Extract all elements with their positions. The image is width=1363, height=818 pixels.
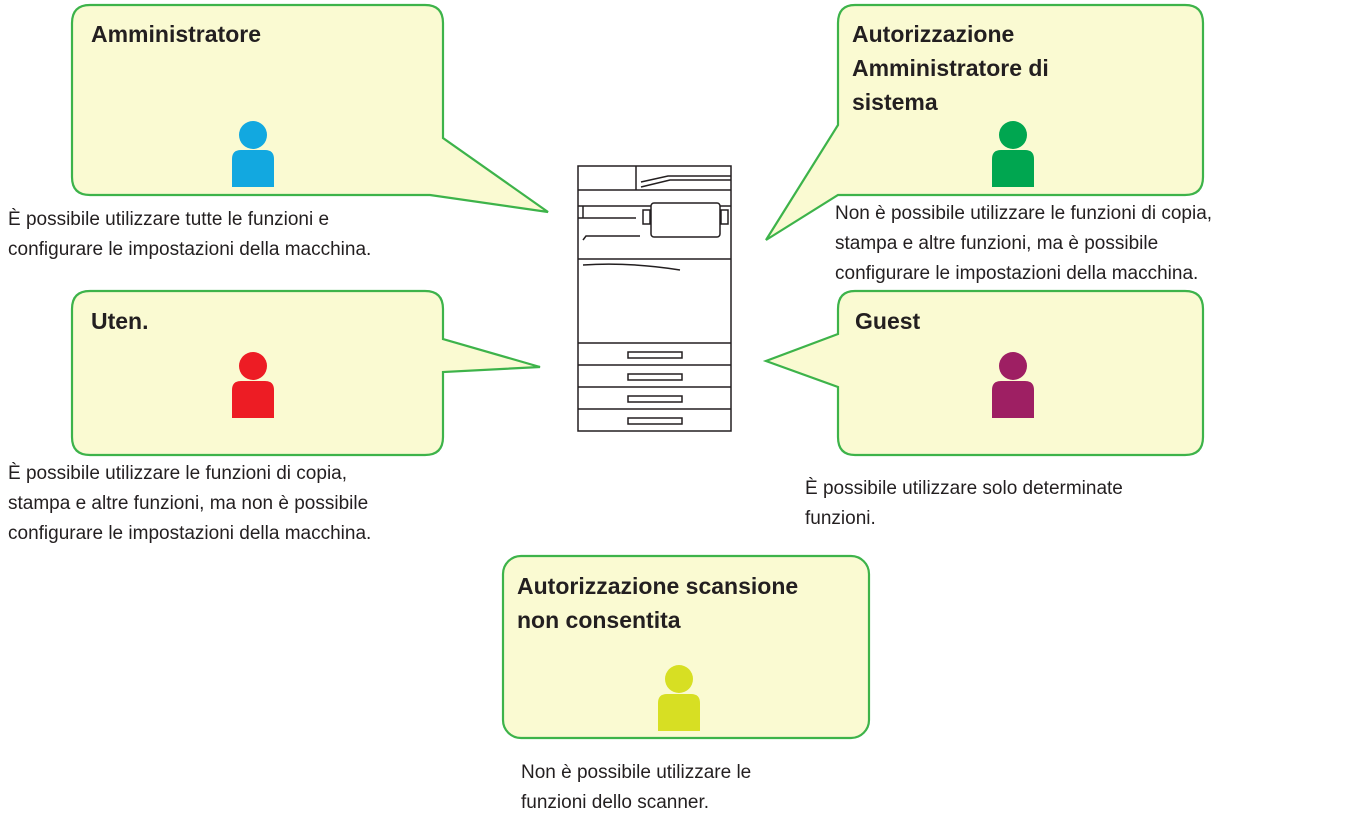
multifunction-printer-icon	[577, 165, 732, 432]
bubble-shape	[70, 3, 549, 214]
person-icon-administrator	[232, 121, 274, 187]
bubble-shape	[501, 554, 871, 740]
role-description-guest: È possibile utilizzare solo determinate …	[805, 478, 1123, 529]
bubble-shape	[762, 289, 1205, 457]
role-title-user: Uten.	[91, 308, 149, 334]
person-icon-user	[232, 352, 274, 418]
role-description-no-scan: Non è possibile utilizzare le funzioni d…	[521, 762, 752, 813]
bubble-system-admin	[765, 3, 1205, 241]
bubble-shape	[70, 289, 541, 457]
person-icon-system-admin	[992, 121, 1034, 187]
role-description-administrator: È possibile utilizzare tutte le funzioni…	[8, 209, 372, 260]
role-title-system-admin: Autorizzazione Amministratore di sistema	[852, 21, 1049, 115]
person-icon-no-scan	[658, 665, 700, 731]
bubble-shape	[765, 3, 1205, 241]
role-title-no-scan: Autorizzazione scansione non consentita	[517, 573, 799, 633]
bubble-user	[70, 289, 541, 457]
role-title-guest: Guest	[855, 308, 921, 334]
bubble-no-scan	[501, 554, 871, 740]
bubble-administrator	[70, 3, 549, 214]
role-description-user: È possibile utilizzare le funzioni di co…	[8, 463, 372, 544]
role-description-system-admin: Non è possibile utilizzare le funzioni d…	[835, 203, 1213, 284]
bubble-guest	[762, 289, 1205, 457]
role-title-administrator: Amministratore	[91, 21, 261, 47]
person-icon-guest	[992, 352, 1034, 418]
